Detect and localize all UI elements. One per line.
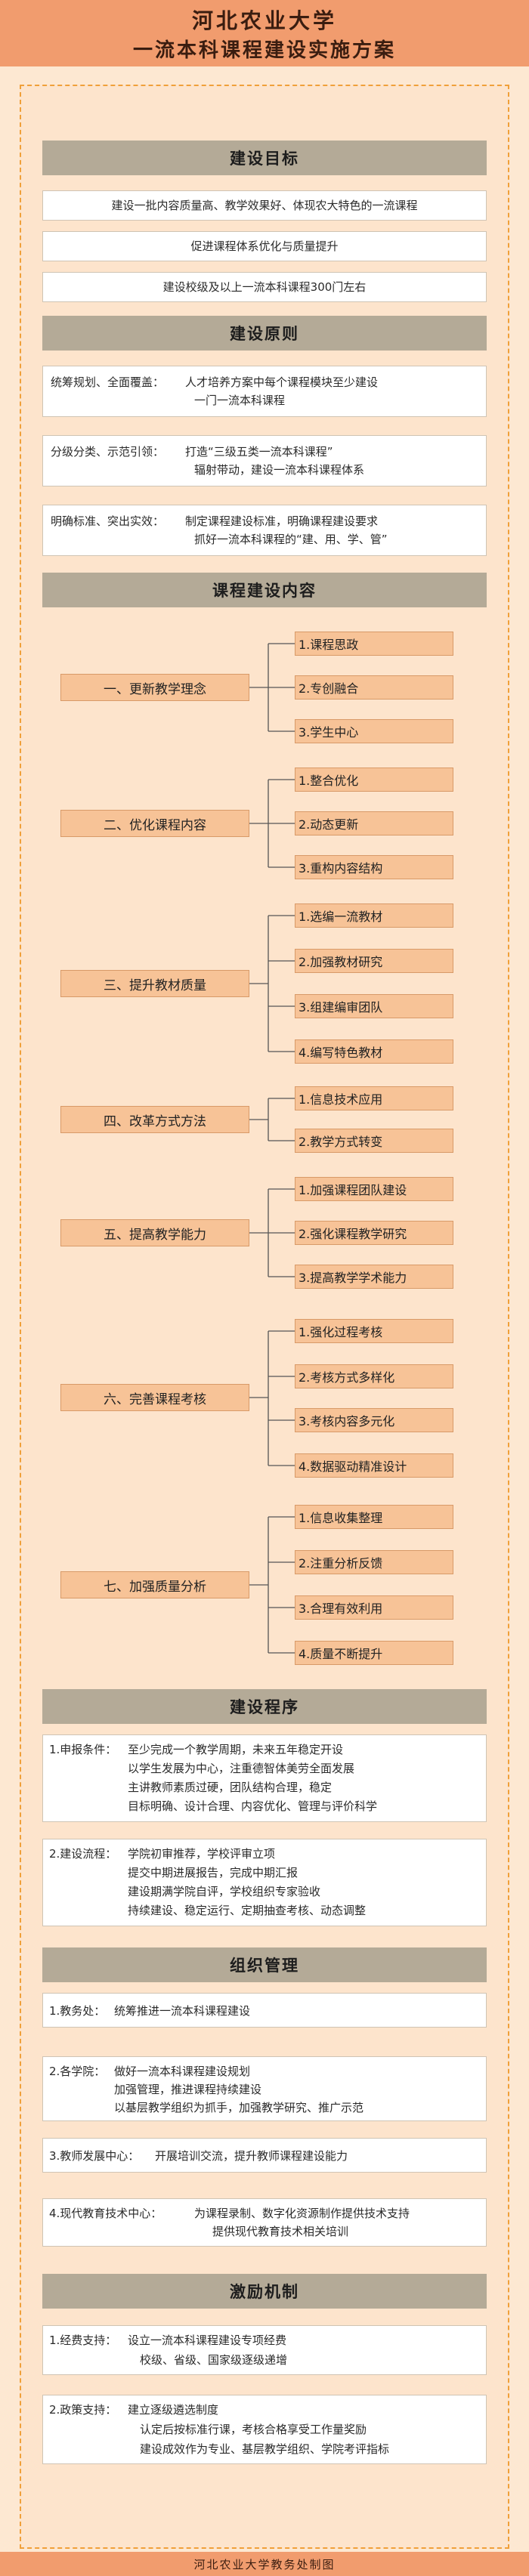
incentive-box: 2.政策支持： 建立逐级遴选制度 认定后按标准行课，考核合格享受工作量奖励 建设… bbox=[42, 2395, 487, 2464]
content-item: 3.组建编审团队 bbox=[295, 994, 453, 1018]
content-item: 3.学生中心 bbox=[295, 719, 453, 743]
incentive-line: 认定后按标准行课，考核合格享受工作量奖励 bbox=[140, 2423, 367, 2436]
content-item: 3.提高教学学术能力 bbox=[295, 1265, 453, 1289]
principle-key: 分级分类、示范引领： bbox=[51, 445, 165, 459]
content-item: 1.强化过程考核 bbox=[295, 1319, 453, 1343]
principle-line: 打造“三级五类一流本科课程” bbox=[185, 445, 333, 459]
content-item: 2.考核方式多样化 bbox=[295, 1364, 453, 1388]
org-key: 1.教务处： bbox=[49, 2004, 106, 2018]
principle-line: 一门一流本科课程 bbox=[194, 394, 286, 407]
section-title-procedure: 建设程序 bbox=[42, 1689, 487, 1724]
procedure-box: 1.申报条件： 至少完成一个教学周期，未来五年稳定开设 以学生发展为中心，注重德… bbox=[42, 1734, 487, 1822]
content-item: 3.重构内容结构 bbox=[295, 855, 453, 879]
org-line: 以基层教学组织为抓手，加强教学研究、推广示范 bbox=[114, 2101, 364, 2114]
principle-key: 统筹规划、全面覆盖： bbox=[51, 375, 165, 389]
content-item: 4.编写特色教材 bbox=[295, 1039, 453, 1064]
page-title: 一流本科课程建设实施方案 bbox=[132, 39, 396, 62]
principle-line: 人才培养方案中每个课程模块至少建设 bbox=[185, 375, 379, 389]
content-item: 1.课程思政 bbox=[295, 632, 453, 656]
incentive-line: 建设成效作为专业、基层教学组织、学院考评指标 bbox=[140, 2442, 390, 2456]
procedure-line: 持续建设、稳定运行、定期抽查考核、动态调整 bbox=[128, 1904, 367, 1917]
principle-box: 明确标准、突出实效： 制定课程建设标准，明确课程建设要求 抓好一流本科课程的“建… bbox=[42, 505, 487, 556]
content-item: 2.教学方式转变 bbox=[295, 1129, 453, 1153]
content-category-label: 六、完善课程考核 bbox=[60, 1384, 249, 1411]
org-line: 为课程录制、数字化资源制作提供技术支持 bbox=[194, 2207, 410, 2220]
org-line: 开展培训交流，提升教师课程建设能力 bbox=[155, 2149, 348, 2163]
section-title-content: 课程建设内容 bbox=[42, 573, 487, 607]
content-item: 2.专创融合 bbox=[295, 675, 453, 700]
content-item: 1.加强课程团队建设 bbox=[295, 1177, 453, 1201]
content-category-label: 三、提升教材质量 bbox=[60, 970, 249, 997]
principle-box: 分级分类、示范引领： 打造“三级五类一流本科课程” 辐射带动，建设一流本科课程体… bbox=[42, 435, 487, 486]
content-item: 1.选编一流教材 bbox=[295, 903, 453, 928]
content-item: 1.信息收集整理 bbox=[295, 1505, 453, 1529]
university-name: 河北农业大学 bbox=[191, 8, 337, 33]
goal-item: 建设一批内容质量高、教学效果好、体现农大特色的一流课程 bbox=[42, 190, 487, 221]
section-title-principles: 建设原则 bbox=[42, 316, 487, 351]
org-box: 3.教师发展中心： 开展培训交流，提升教师课程建设能力 bbox=[42, 2138, 487, 2173]
procedure-line: 以学生发展为中心，注重德智体美劳全面发展 bbox=[128, 1762, 355, 1775]
principle-box: 统筹规划、全面覆盖： 人才培养方案中每个课程模块至少建设 一门一流本科课程 bbox=[42, 366, 487, 417]
principle-line: 制定课程建设标准，明确课程建设要求 bbox=[185, 514, 379, 528]
incentive-line: 校级、省级、国家级逐级递增 bbox=[140, 2353, 288, 2367]
content-category-label: 二、优化课程内容 bbox=[60, 810, 249, 837]
goal-item: 建设校级及以上一流本科课程300门左右 bbox=[42, 272, 487, 302]
content-item: 2.动态更新 bbox=[295, 811, 453, 836]
procedure-line: 目标明确、设计合理、内容优化、管理与评价科学 bbox=[128, 1799, 378, 1813]
incentive-line: 建立逐级遴选制度 bbox=[128, 2403, 219, 2417]
org-line: 提供现代教育技术相关培训 bbox=[212, 2225, 349, 2238]
procedure-line: 至少完成一个教学周期，未来五年稳定开设 bbox=[128, 1743, 344, 1756]
content-item: 3.考核内容多元化 bbox=[295, 1408, 453, 1432]
org-line: 做好一流本科课程建设规划 bbox=[114, 2065, 251, 2078]
content-item: 1.信息技术应用 bbox=[295, 1086, 453, 1110]
procedure-key: 2.建设流程： bbox=[49, 1847, 117, 1861]
section-title-incentive: 激励机制 bbox=[42, 2274, 487, 2309]
footer-credit: 河北农业大学教务处制图 bbox=[0, 2552, 529, 2576]
content-item: 2.强化课程教学研究 bbox=[295, 1221, 453, 1245]
content-item: 2.加强教材研究 bbox=[295, 949, 453, 973]
content-category-label: 七、加强质量分析 bbox=[60, 1571, 249, 1598]
principle-line: 抓好一流本科课程的“建、用、学、管” bbox=[194, 533, 388, 546]
org-box: 4.现代教育技术中心： 为课程录制、数字化资源制作提供技术支持 提供现代教育技术… bbox=[42, 2198, 487, 2247]
org-line: 统筹推进一流本科课程建设 bbox=[114, 2004, 251, 2018]
goal-item: 促进课程体系优化与质量提升 bbox=[42, 231, 487, 261]
principle-line: 辐射带动，建设一流本科课程体系 bbox=[194, 463, 365, 477]
procedure-line: 提交中期进展报告，完成中期汇报 bbox=[128, 1866, 299, 1879]
content-item: 1.整合优化 bbox=[295, 768, 453, 792]
content-category-label: 四、改革方式方法 bbox=[60, 1106, 249, 1133]
org-line: 加强管理，推进课程持续建设 bbox=[114, 2083, 262, 2096]
incentive-key: 2.政策支持： bbox=[49, 2403, 117, 2417]
procedure-box: 2.建设流程： 学院初审推荐，学校评审立项 提交中期进展报告，完成中期汇报 建设… bbox=[42, 1839, 487, 1926]
content-item: 4.质量不断提升 bbox=[295, 1641, 453, 1665]
procedure-key: 1.申报条件： bbox=[49, 1743, 117, 1756]
org-key: 3.教师发展中心： bbox=[49, 2149, 140, 2163]
content-item: 3.合理有效利用 bbox=[295, 1595, 453, 1620]
incentive-line: 设立一流本科课程建设专项经费 bbox=[128, 2334, 287, 2347]
content-item: 2.注重分析反馈 bbox=[295, 1550, 453, 1574]
incentive-box: 1.经费支持： 设立一流本科课程建设专项经费 校级、省级、国家级逐级递增 bbox=[42, 2325, 487, 2375]
header-banner: 河北农业大学 一流本科课程建设实施方案 bbox=[0, 0, 529, 66]
content-item: 4.数据驱动精准设计 bbox=[295, 1453, 453, 1478]
section-title-org: 组织管理 bbox=[42, 1947, 487, 1982]
org-key: 4.现代教育技术中心： bbox=[49, 2207, 162, 2220]
content-category-label: 五、提高教学能力 bbox=[60, 1219, 249, 1246]
org-box: 2.各学院： 做好一流本科课程建设规划 加强管理，推进课程持续建设 以基层教学组… bbox=[42, 2056, 487, 2121]
org-key: 2.各学院： bbox=[49, 2065, 106, 2078]
procedure-line: 学院初审推荐，学校评审立项 bbox=[128, 1847, 276, 1861]
principle-key: 明确标准、突出实效： bbox=[51, 514, 165, 528]
procedure-line: 主讲教师素质过硬，团队结构合理，稳定 bbox=[128, 1781, 333, 1794]
org-box: 1.教务处： 统筹推进一流本科课程建设 bbox=[42, 1993, 487, 2028]
content-category-label: 一、更新教学理念 bbox=[60, 674, 249, 701]
procedure-line: 建设期满学院自评，学校组织专家验收 bbox=[128, 1885, 321, 1898]
section-title-goals: 建设目标 bbox=[42, 141, 487, 175]
incentive-key: 1.经费支持： bbox=[49, 2334, 117, 2347]
